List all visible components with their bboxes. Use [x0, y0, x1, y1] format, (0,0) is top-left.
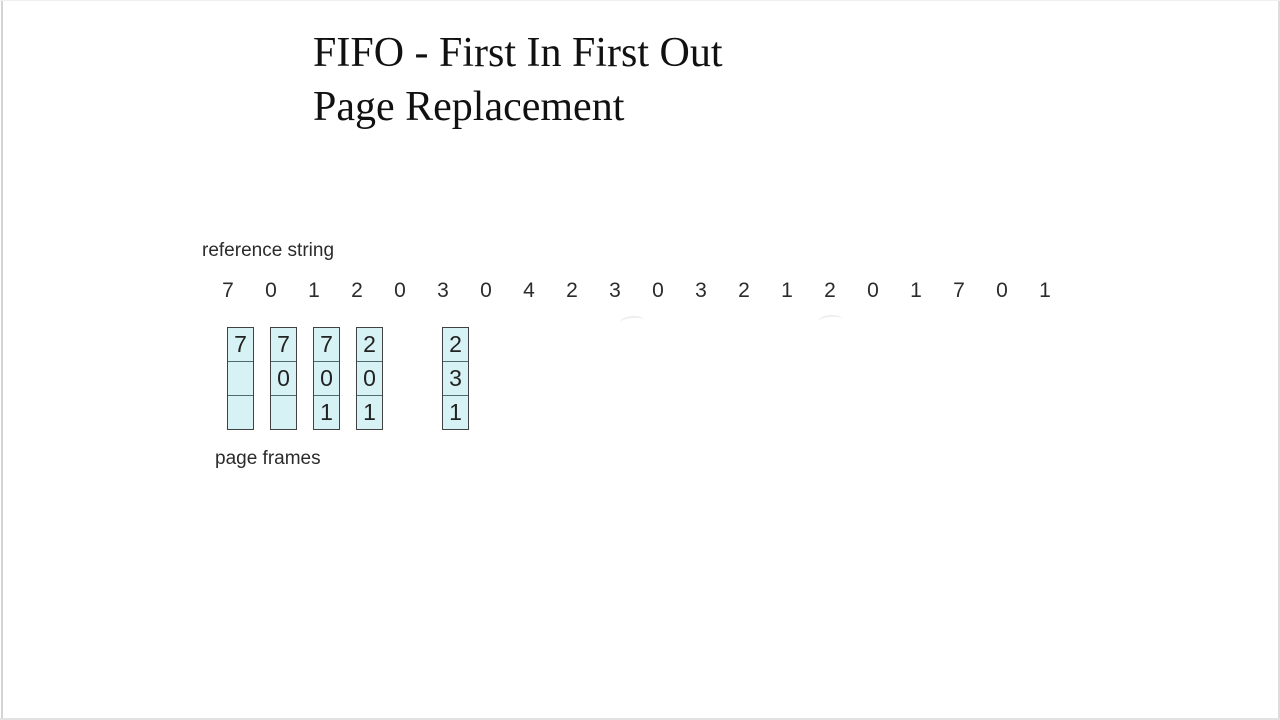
reference-digit: 2 [738, 279, 750, 302]
frame-cell: 0 [314, 362, 339, 396]
title-line-2: Page Replacement [313, 84, 625, 130]
reference-digit: 4 [523, 279, 535, 302]
reference-digit: 2 [566, 279, 578, 302]
reference-digit: 1 [1039, 279, 1051, 302]
frame-cell: 0 [271, 362, 296, 396]
frame-cell: 7 [314, 328, 339, 362]
reference-digit: 0 [652, 279, 664, 302]
frame-cell: 3 [443, 362, 468, 396]
reference-digit: 1 [910, 279, 922, 302]
frame-cell [228, 362, 253, 396]
reference-string-label: reference string [202, 240, 335, 261]
reference-digit: 0 [480, 279, 492, 302]
title-line-1: FIFO - First In First Out [313, 30, 723, 76]
reference-digit: 0 [867, 279, 879, 302]
frame-edge-right [1278, 0, 1280, 720]
frame-cell [271, 396, 296, 429]
frame-column: 7 [227, 327, 254, 430]
frame-edge-left [1, 0, 3, 720]
reference-digit: 0 [996, 279, 1008, 302]
reference-digit: 0 [265, 279, 277, 302]
frame-cell: 1 [314, 396, 339, 429]
frame-edge-top [0, 0, 1280, 1]
reference-digit: 1 [308, 279, 320, 302]
reference-digit: 7 [953, 279, 965, 302]
ghost-artifact [817, 313, 843, 328]
frame-cell: 1 [357, 396, 382, 429]
frame-cell: 1 [443, 396, 468, 429]
reference-digit: 2 [351, 279, 363, 302]
reference-digit: 3 [437, 279, 449, 302]
slide-title: FIFO - First In First Out Page Replaceme… [313, 26, 723, 134]
page-frames-label: page frames [215, 448, 321, 469]
reference-digit: 3 [695, 279, 707, 302]
frame-cell: 7 [228, 328, 253, 362]
frame-cell [228, 396, 253, 429]
reference-digit: 2 [824, 279, 836, 302]
frame-cell: 2 [443, 328, 468, 362]
ghost-artifact [619, 314, 645, 329]
frame-cell: 7 [271, 328, 296, 362]
reference-digit: 7 [222, 279, 234, 302]
frame-cell: 2 [357, 328, 382, 362]
reference-digit: 3 [609, 279, 621, 302]
reference-digit: 0 [394, 279, 406, 302]
frame-cell: 0 [357, 362, 382, 396]
frame-edge-bottom [0, 718, 1280, 720]
reference-digit: 1 [781, 279, 793, 302]
